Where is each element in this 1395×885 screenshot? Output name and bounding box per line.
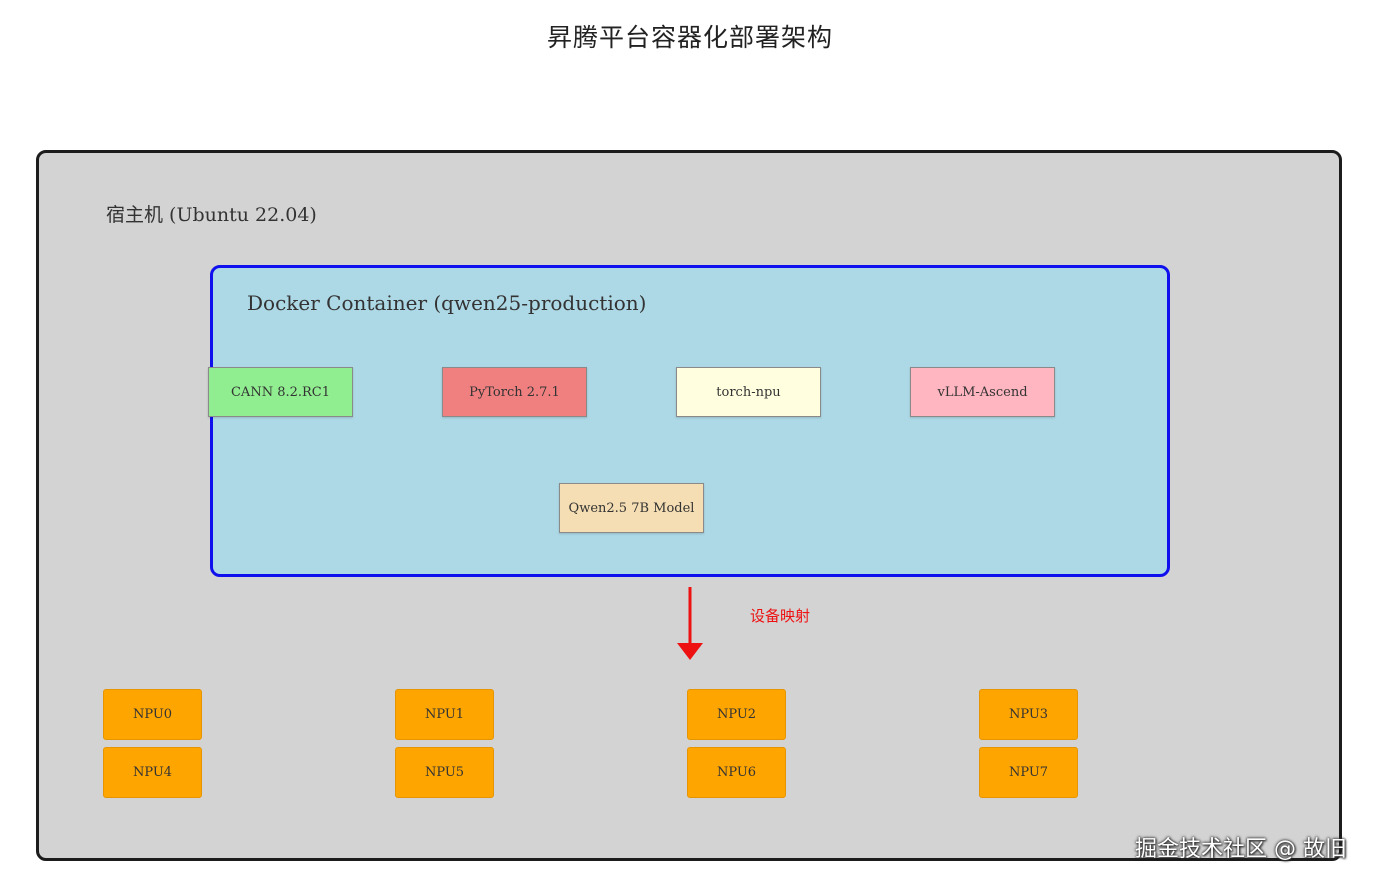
component-vllm-ascend: vLLM-Ascend	[910, 367, 1055, 417]
host-machine-label: 宿主机 (Ubuntu 22.04)	[106, 204, 317, 226]
npu-box-3: NPU3	[979, 689, 1078, 740]
component-qwen-model: Qwen2.5 7B Model	[559, 483, 704, 533]
component-cann: CANN 8.2.RC1	[208, 367, 353, 417]
npu-box-5: NPU5	[395, 747, 494, 798]
npu-box-2: NPU2	[687, 689, 786, 740]
npu-box-4: NPU4	[103, 747, 202, 798]
diagram-title: 昇腾平台容器化部署架构	[546, 23, 833, 52]
docker-container-label: Docker Container (qwen25-production)	[247, 291, 647, 315]
watermark-text: 掘金技术社区 @ 故旧	[1135, 837, 1347, 862]
arrow-down-icon	[677, 587, 703, 660]
device-mapping-label: 设备映射	[750, 607, 811, 625]
npu-box-1: NPU1	[395, 689, 494, 740]
component-pytorch: PyTorch 2.7.1	[442, 367, 587, 417]
npu-box-7: NPU7	[979, 747, 1078, 798]
npu-box-0: NPU0	[103, 689, 202, 740]
component-torch-npu: torch-npu	[676, 367, 821, 417]
npu-box-6: NPU6	[687, 747, 786, 798]
